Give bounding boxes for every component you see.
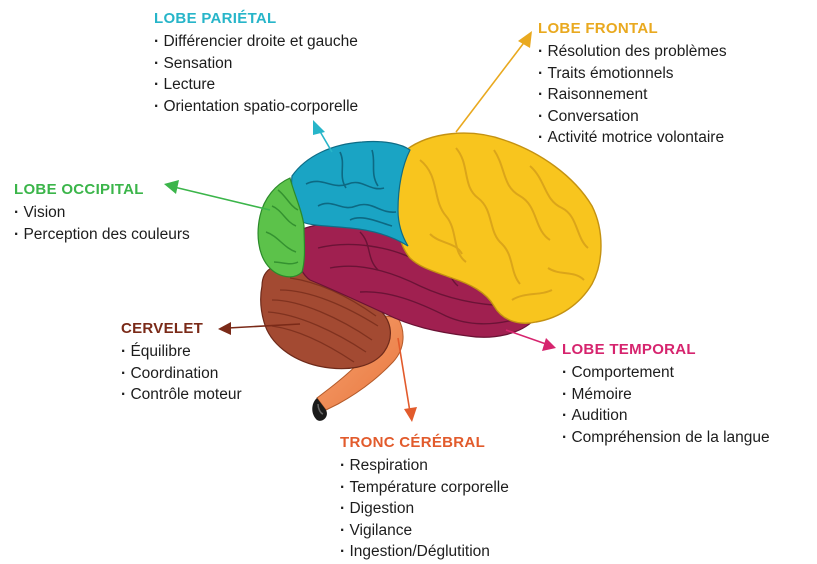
cervelet-list: Équilibre Coordination Contrôle moteur	[121, 341, 242, 406]
cervelet-title: CERVELET	[121, 320, 242, 338]
lobe-occipital-list: Vision Perception des couleurs	[14, 202, 190, 245]
list-item: Compréhension de la langue	[562, 427, 770, 449]
arrow-frontal	[456, 31, 532, 132]
lobe-occipital-title: LOBE OCCIPITAL	[14, 181, 190, 199]
list-item: Traits émotionnels	[538, 63, 727, 85]
list-item: Respiration	[340, 455, 509, 477]
arrow-tronc	[398, 338, 417, 422]
lobe-parietal-block: LOBE PARIÉTAL Différencier droite et gau…	[154, 10, 358, 117]
arrow-temporal	[506, 330, 556, 351]
lobe-frontal-list: Résolution des problèmes Traits émotionn…	[538, 41, 727, 149]
lobe-frontal-block: LOBE FRONTAL Résolution des problèmes Tr…	[538, 20, 727, 149]
cervelet-block: CERVELET Équilibre Coordination Contrôle…	[121, 320, 242, 406]
list-item: Perception des couleurs	[14, 224, 190, 246]
list-item: Résolution des problèmes	[538, 41, 727, 63]
arrow-parietal	[313, 120, 332, 152]
lobe-frontal-title: LOBE FRONTAL	[538, 20, 727, 38]
list-item: Ingestion/Déglutition	[340, 541, 509, 563]
tronc-cerebral-list: Respiration Température corporelle Diges…	[340, 455, 509, 563]
list-item: Sensation	[154, 53, 358, 75]
list-item: Vigilance	[340, 520, 509, 542]
tronc-cerebral-block: TRONC CÉRÉBRAL Respiration Température c…	[340, 434, 509, 563]
list-item: Orientation spatio-corporelle	[154, 96, 358, 118]
list-item: Différencier droite et gauche	[154, 31, 358, 53]
list-item: Lecture	[154, 74, 358, 96]
list-item: Coordination	[121, 363, 242, 385]
list-item: Raisonnement	[538, 84, 727, 106]
lobe-occipital-block: LOBE OCCIPITAL Vision Perception des cou…	[14, 181, 190, 245]
list-item: Équilibre	[121, 341, 242, 363]
list-item: Vision	[14, 202, 190, 224]
list-item: Mémoire	[562, 384, 770, 406]
lobe-temporal-list: Comportement Mémoire Audition Compréhens…	[562, 362, 770, 448]
lobe-temporal-title: LOBE TEMPORAL	[562, 341, 770, 359]
list-item: Conversation	[538, 106, 727, 128]
list-item: Comportement	[562, 362, 770, 384]
list-item: Température corporelle	[340, 477, 509, 499]
lobe-parietal-list: Différencier droite et gauche Sensation …	[154, 31, 358, 117]
list-item: Digestion	[340, 498, 509, 520]
tronc-cerebral-title: TRONC CÉRÉBRAL	[340, 434, 509, 452]
lobe-temporal-block: LOBE TEMPORAL Comportement Mémoire Audit…	[562, 341, 770, 448]
list-item: Contrôle moteur	[121, 384, 242, 406]
list-item: Audition	[562, 405, 770, 427]
brain-illustration	[258, 133, 601, 421]
list-item: Activité motrice volontaire	[538, 127, 727, 149]
lobe-parietal-title: LOBE PARIÉTAL	[154, 10, 358, 28]
